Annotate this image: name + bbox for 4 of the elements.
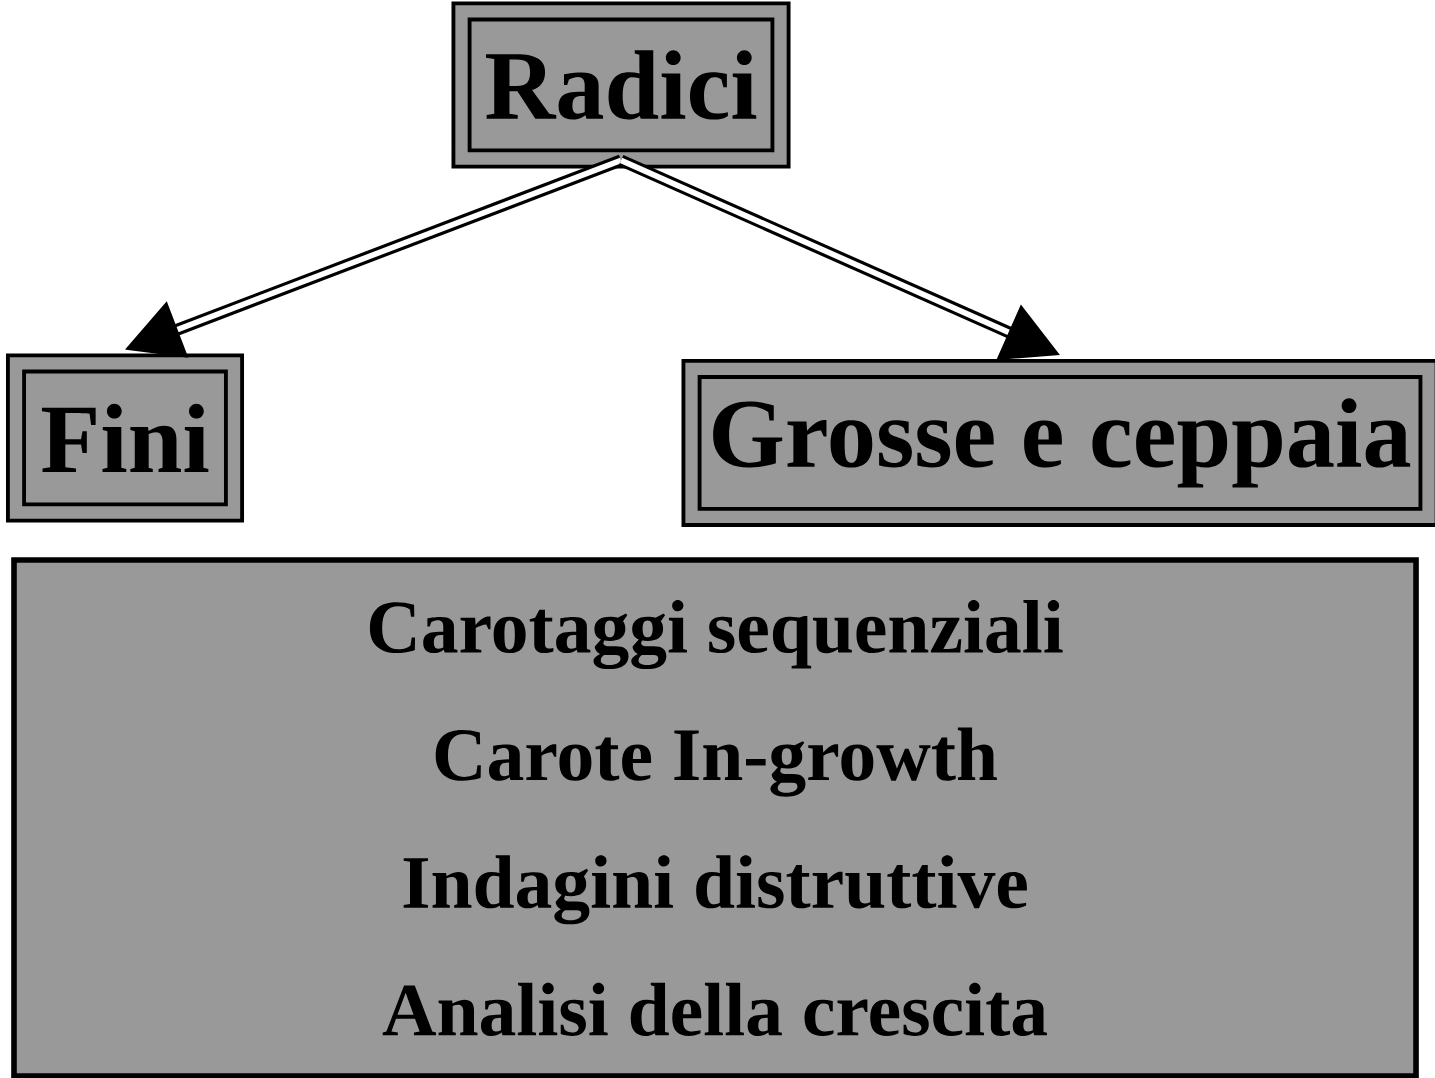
label-box: Grosse e ceppaia [681,358,1435,527]
label-box: Radici [451,1,791,169]
method-box: Carotaggi sequenziali Carote In-growth Indagini distruttive Analisi della crescita [11,557,1419,1078]
label-box: Fini [6,353,245,523]
